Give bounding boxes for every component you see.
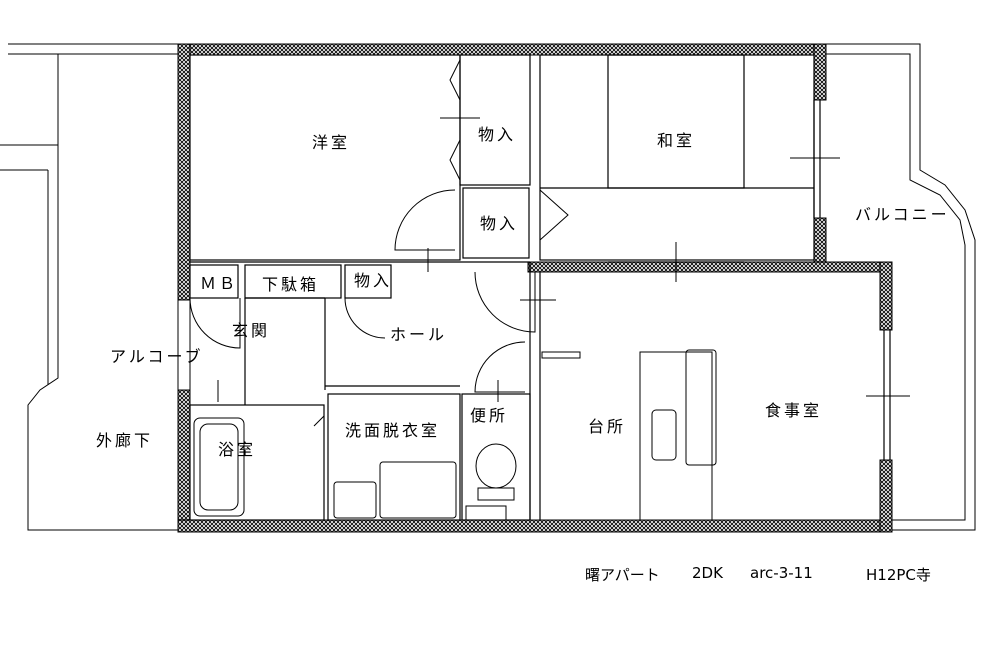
room-label-washroom: 洗面脱衣室	[345, 421, 440, 440]
room-label-oshiire-2: 物入	[480, 214, 518, 233]
fixtures	[193, 349, 717, 521]
corridor-outline	[0, 43, 976, 531]
room-label-oshiire-3: 物入	[354, 271, 392, 290]
room-label-mb: ＭＢ	[200, 274, 238, 293]
room-label-kitchen: 台所	[588, 417, 626, 436]
room-label-toilet: 便所	[470, 406, 508, 425]
stove	[685, 349, 717, 466]
door-swings	[189, 59, 569, 436]
room-label-yoshitsu: 洋室	[312, 133, 350, 152]
room-label-washitsu: 和室	[657, 131, 695, 150]
room-label-bath: 浴室	[218, 440, 256, 459]
room-label-hall: ホール	[390, 325, 447, 344]
room-label-dining: 食事室	[765, 401, 822, 420]
washbasin	[333, 481, 377, 519]
room-label-genkan: 玄関	[232, 321, 270, 340]
window-markers	[217, 117, 910, 402]
room-label-getabako: 下駄箱	[262, 275, 319, 294]
toilet	[475, 443, 517, 489]
washing-machine-pan	[379, 461, 457, 519]
bathtub	[193, 417, 245, 517]
caption-type: 2DK	[692, 564, 723, 582]
kitchen-counter	[639, 351, 713, 521]
caption-author: H12PC寺	[866, 566, 931, 584]
room-label-balcony: バルコニー	[855, 205, 950, 224]
sink	[651, 409, 677, 461]
caption-code: arc-3-11	[750, 564, 813, 582]
room-label-corridor: 外廊下	[96, 431, 153, 450]
room-label-oshiire-1: 物入	[478, 125, 516, 144]
room-label-alcove: アルコーブ	[110, 347, 204, 366]
caption-name: 曙アパート	[585, 566, 660, 584]
